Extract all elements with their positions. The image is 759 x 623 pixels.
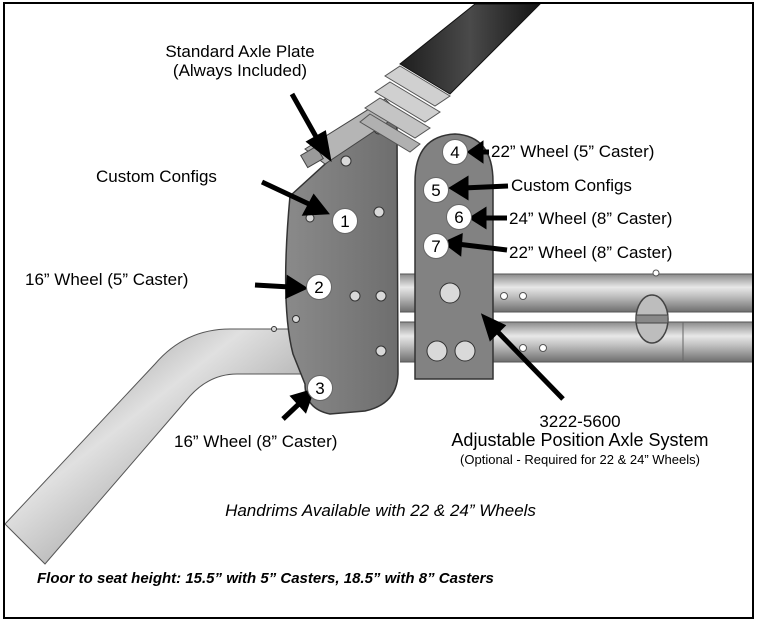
floor-height-note: Floor to seat height: 15.5” with 5” Cast…: [37, 570, 494, 587]
position-3-marker: 3: [307, 375, 333, 401]
axle-illustration: [5, 4, 752, 565]
diagram-frame: 1 2 3 4 5 6 7 Standard Axle Plate (Alway…: [3, 2, 754, 619]
optional-note: (Optional - Required for 22 & 24” Wheels…: [460, 452, 700, 467]
standard-axle-plate-title: Standard Axle Plate: [165, 42, 315, 61]
part-number: 3222-5600: [539, 412, 621, 431]
position-5-marker: 5: [423, 177, 449, 203]
arrow-adjustable: [491, 325, 565, 401]
wheel-22-8-label: 22” Wheel (8” Caster): [509, 243, 673, 262]
wheel-16-8-label: 16” Wheel (8” Caster): [174, 432, 338, 451]
arrow-16-5: [254, 282, 291, 290]
wheel-16-5-label: 16” Wheel (5” Caster): [25, 270, 189, 289]
adjustable-system-label: 3222-5600 Adjustable Position Axle Syste…: [415, 412, 745, 470]
adjustable-system-title: Adjustable Position Axle System: [451, 430, 709, 450]
wheel-24-8-label: 24” Wheel (8” Caster): [509, 209, 673, 228]
arrow-custom-left: [260, 179, 313, 208]
arrow-custom-right: [462, 183, 509, 191]
arrow-22-8: [456, 241, 508, 253]
position-7-marker: 7: [423, 233, 449, 259]
position-1-marker: 1: [332, 208, 358, 234]
callout-arrows: [254, 92, 565, 421]
position-6-marker: 6: [446, 204, 472, 230]
standard-axle-plate: [284, 98, 401, 415]
handrims-note: Handrims Available with 22 & 24” Wheels: [225, 501, 536, 520]
adjustable-axle-plate: [414, 133, 494, 380]
custom-configs-left-label: Custom Configs: [96, 167, 217, 186]
tube-clamp: [635, 294, 669, 344]
custom-configs-right-label: Custom Configs: [511, 176, 632, 195]
shock-absorber: [359, 4, 541, 153]
arrow-standard-plate: [289, 92, 322, 144]
tube-holes: [500, 269, 660, 352]
wheel-22-5-label: 22” Wheel (5” Caster): [491, 142, 655, 161]
standard-axle-plate-subtitle: (Always Included): [172, 61, 308, 80]
standard-axle-plate-label: Standard Axle Plate (Always Included): [120, 42, 360, 80]
position-4-marker: 4: [442, 139, 468, 165]
position-2-marker: 2: [306, 274, 332, 300]
